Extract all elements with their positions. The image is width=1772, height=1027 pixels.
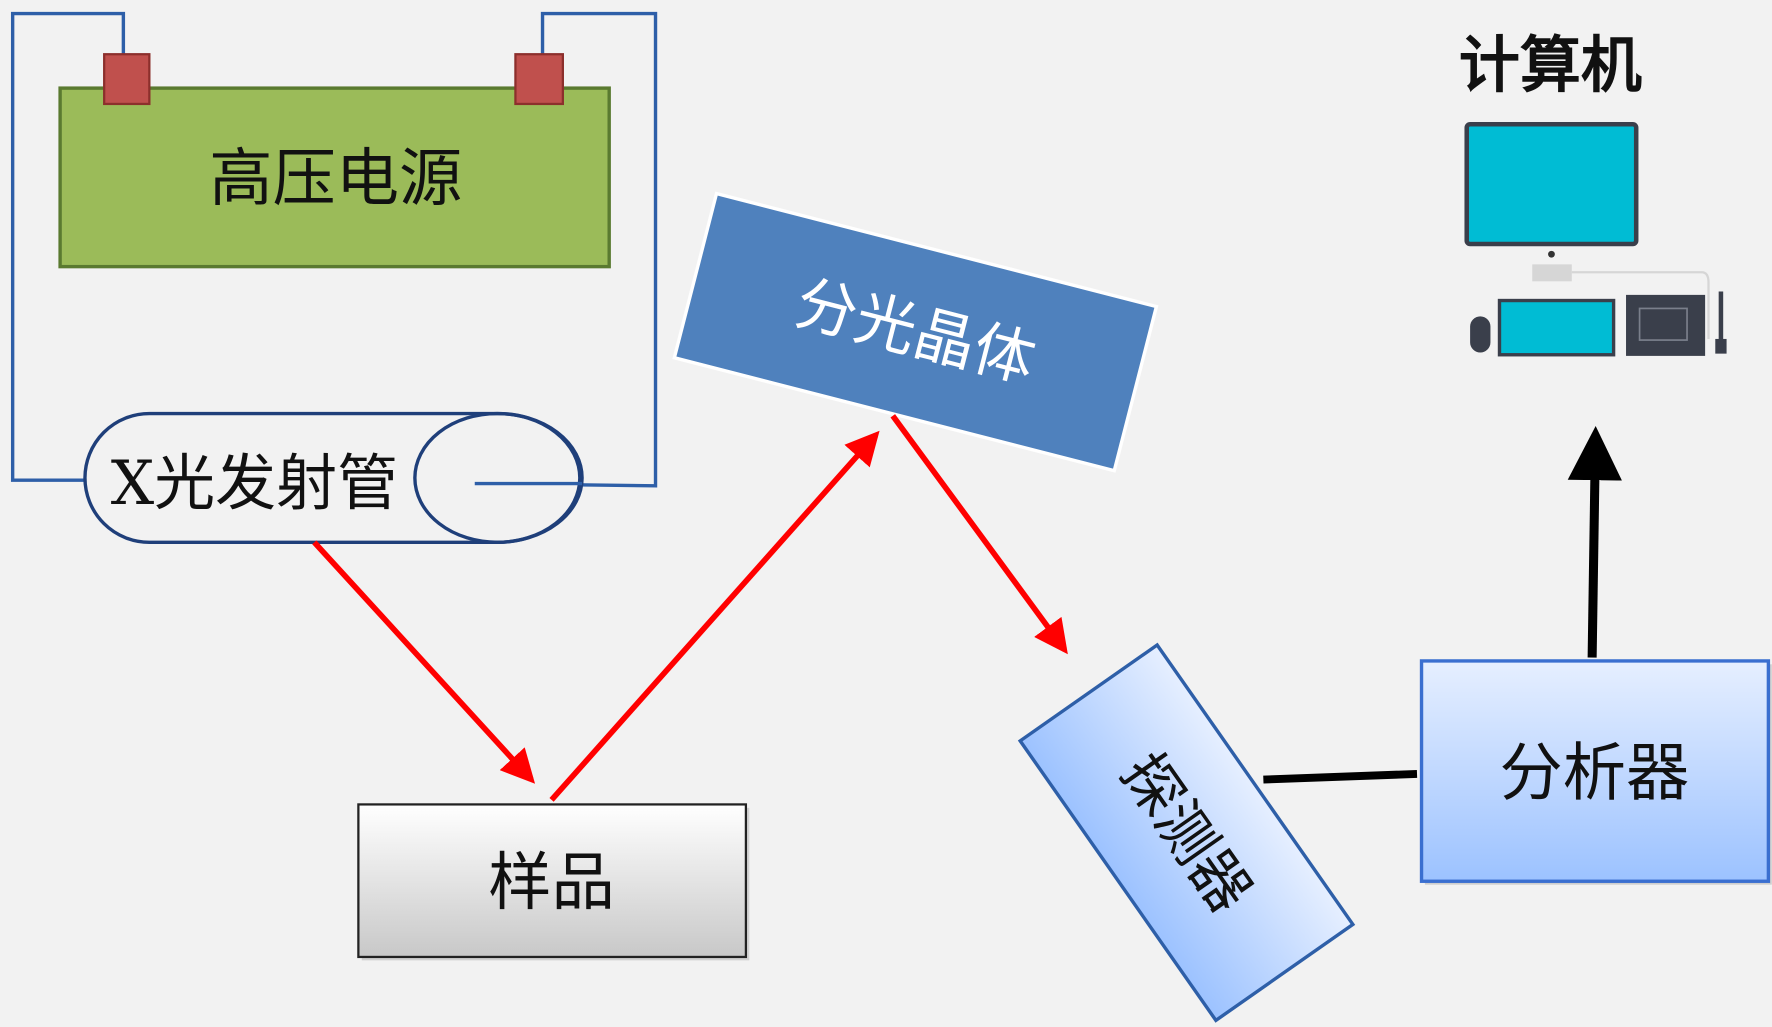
sample-label: 样品	[488, 845, 615, 919]
analyzer: 分析器	[1419, 659, 1772, 885]
detector-analyzer-cable	[1263, 769, 1418, 784]
detector: 探测器	[1017, 642, 1356, 1023]
keyboard-icon	[1497, 298, 1616, 357]
monitor-icon	[1464, 122, 1639, 247]
fluorescence-beam-arrow	[549, 430, 880, 802]
sample: 样品	[357, 803, 750, 961]
power-supply: 高压电源	[58, 53, 611, 269]
terminal-left	[103, 53, 151, 106]
crystal: 分光晶体	[672, 191, 1159, 473]
terminal-right	[514, 53, 565, 106]
analyzer-label: 分析器	[1500, 735, 1690, 809]
pen-icon	[1718, 291, 1724, 342]
wire-left	[10, 11, 126, 482]
xray-tube: X光发射管	[83, 411, 584, 545]
tablet-icon	[1626, 294, 1706, 356]
wire-right	[474, 11, 658, 488]
computer-icon	[1464, 122, 1727, 357]
mouse-icon	[1470, 316, 1491, 353]
diffracted-beam-arrow	[890, 414, 1068, 655]
power-supply-label: 高压电源	[209, 141, 462, 215]
computer-label: 计算机	[1459, 30, 1642, 101]
primary-beam-arrow	[312, 540, 536, 784]
analyzer-to-computer-arrow	[1567, 425, 1622, 658]
xray-tube-label: X光发射管	[111, 448, 398, 519]
